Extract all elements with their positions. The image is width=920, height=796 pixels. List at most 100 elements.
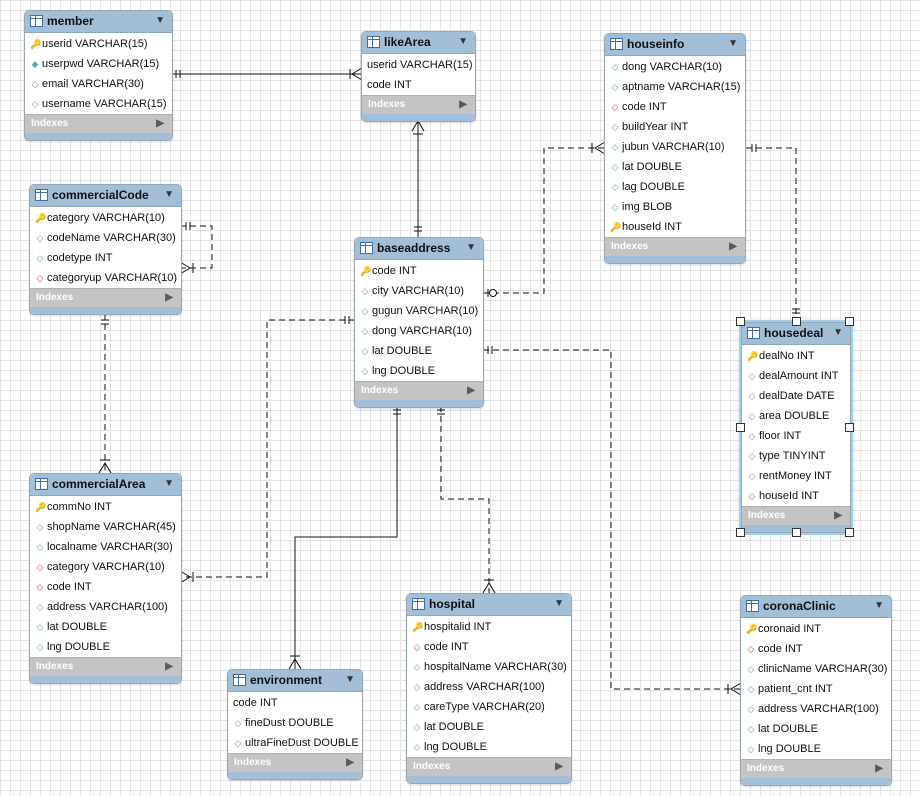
resize-handle-nw[interactable] <box>736 317 745 326</box>
column-row[interactable]: ◇username VARCHAR(15) <box>25 94 172 114</box>
column-row[interactable]: 🔑coronaid INT <box>741 619 891 639</box>
rel-commercialcode-self[interactable] <box>179 222 213 275</box>
indexes-bar[interactable]: Indexes▶ <box>25 114 172 133</box>
table-hospital[interactable]: hospital▼ 🔑hospitalid INT◇code INT◇hospi… <box>406 593 572 784</box>
column-row[interactable]: ◇email VARCHAR(30) <box>25 74 172 94</box>
rel-baseaddress-coronaclinic[interactable] <box>483 346 742 696</box>
table-header[interactable]: hospital▼ <box>407 594 571 616</box>
column-row[interactable]: ◇codeName VARCHAR(30) <box>30 228 181 248</box>
column-row[interactable]: 🔑houseId INT <box>605 217 745 237</box>
column-row[interactable]: ◇area DOUBLE <box>742 406 850 426</box>
expand-arrow-icon[interactable]: ▶ <box>467 385 475 396</box>
table-header[interactable]: coronaClinic▼ <box>741 596 891 618</box>
column-row[interactable]: ◇code INT <box>605 97 745 117</box>
column-row[interactable]: ◇address VARCHAR(100) <box>30 597 181 617</box>
resize-handle-se[interactable] <box>845 528 854 537</box>
rel-houseinfo-housedeal[interactable] <box>746 144 800 321</box>
column-row[interactable]: ◇dong VARCHAR(10) <box>605 57 745 77</box>
expand-arrow-icon[interactable]: ▶ <box>555 761 563 772</box>
rel-likearea-baseaddress[interactable] <box>411 120 425 237</box>
table-member[interactable]: member▼ 🔑userid VARCHAR(15)◆userpwd VARC… <box>24 10 173 141</box>
table-baseaddress[interactable]: baseaddress▼ 🔑code INT◇city VARCHAR(10)◇… <box>354 237 484 408</box>
column-row[interactable]: ◇fineDust DOUBLE <box>228 713 362 733</box>
expand-arrow-icon[interactable]: ▶ <box>346 757 354 768</box>
column-row[interactable]: ◇code INT <box>741 639 891 659</box>
collapse-arrow-icon[interactable]: ▼ <box>466 242 476 253</box>
resize-handle-w[interactable] <box>736 423 745 432</box>
column-row[interactable]: ◇careType VARCHAR(20) <box>407 697 571 717</box>
expand-arrow-icon[interactable]: ▶ <box>729 241 737 252</box>
column-row[interactable]: ◇hospitalName VARCHAR(30) <box>407 657 571 677</box>
collapse-arrow-icon[interactable]: ▼ <box>164 478 174 489</box>
collapse-arrow-icon[interactable]: ▼ <box>164 189 174 200</box>
table-header[interactable]: environment▼ <box>228 670 362 692</box>
column-row[interactable]: ◇shopName VARCHAR(45) <box>30 517 181 537</box>
column-row[interactable]: ◇address VARCHAR(100) <box>407 677 571 697</box>
table-header[interactable]: houseinfo▼ <box>605 34 745 56</box>
rel-baseaddress-environment[interactable] <box>288 406 401 670</box>
column-row[interactable]: ◇categoryup VARCHAR(10) <box>30 268 181 288</box>
collapse-arrow-icon[interactable]: ▼ <box>874 600 884 611</box>
column-row[interactable]: ◇jubun VARCHAR(10) <box>605 137 745 157</box>
column-row[interactable]: 🔑hospitalid INT <box>407 617 571 637</box>
column-row[interactable]: code INT <box>362 75 475 95</box>
column-row[interactable]: ◇codetype INT <box>30 248 181 268</box>
column-row[interactable]: ◇dong VARCHAR(10) <box>355 321 483 341</box>
column-row[interactable]: ◇dealAmount INT <box>742 366 850 386</box>
indexes-bar[interactable]: Indexes▶ <box>742 506 850 525</box>
column-row[interactable]: ◇img BLOB <box>605 197 745 217</box>
rel-baseaddress-houseinfo[interactable] <box>483 141 606 297</box>
rel-member-likearea[interactable] <box>172 67 363 81</box>
column-row[interactable]: ◇rentMoney INT <box>742 466 850 486</box>
column-row[interactable]: ◇city VARCHAR(10) <box>355 281 483 301</box>
column-row[interactable]: 🔑code INT <box>355 261 483 281</box>
expand-arrow-icon[interactable]: ▶ <box>165 661 173 672</box>
column-row[interactable]: ◇floor INT <box>742 426 850 446</box>
column-row[interactable]: ◇lng DOUBLE <box>355 361 483 381</box>
column-row[interactable]: ◇lat DOUBLE <box>407 717 571 737</box>
table-header[interactable]: commercialCode▼ <box>30 185 181 207</box>
column-row[interactable]: ◇aptname VARCHAR(15) <box>605 77 745 97</box>
column-row[interactable]: 🔑userid VARCHAR(15) <box>25 34 172 54</box>
collapse-arrow-icon[interactable]: ▼ <box>345 674 355 685</box>
indexes-bar[interactable]: Indexes▶ <box>605 237 745 256</box>
column-row[interactable]: ◇clinicName VARCHAR(30) <box>741 659 891 679</box>
rel-commercialcode-commercialarea[interactable] <box>98 314 112 474</box>
column-row[interactable]: ◇patient_cnt INT <box>741 679 891 699</box>
column-row[interactable]: ◇gugun VARCHAR(10) <box>355 301 483 321</box>
column-row[interactable]: code INT <box>228 693 362 713</box>
expand-arrow-icon[interactable]: ▶ <box>165 292 173 303</box>
table-header[interactable]: commercialArea▼ <box>30 474 181 496</box>
column-row[interactable]: ◇lng DOUBLE <box>407 737 571 757</box>
resize-handle-s[interactable] <box>792 528 801 537</box>
collapse-arrow-icon[interactable]: ▼ <box>155 15 165 26</box>
column-row[interactable]: 🔑category VARCHAR(10) <box>30 208 181 228</box>
collapse-arrow-icon[interactable]: ▼ <box>833 327 843 338</box>
column-row[interactable]: ◇lng DOUBLE <box>741 739 891 759</box>
indexes-bar[interactable]: Indexes▶ <box>355 381 483 400</box>
rel-baseaddress-commercialarea[interactable] <box>179 316 355 584</box>
column-row[interactable]: ◇code INT <box>30 577 181 597</box>
table-likearea[interactable]: likeArea▼ userid VARCHAR(15)code INT Ind… <box>361 31 476 122</box>
column-row[interactable]: ◇code INT <box>407 637 571 657</box>
resize-handle-e[interactable] <box>845 423 854 432</box>
indexes-bar[interactable]: Indexes▶ <box>228 753 362 772</box>
column-row[interactable]: ◇lat DOUBLE <box>741 719 891 739</box>
column-row[interactable]: ◇lng DOUBLE <box>30 637 181 657</box>
column-row[interactable]: ◇address VARCHAR(100) <box>741 699 891 719</box>
table-housedeal[interactable]: housedeal▼ 🔑dealNo INT◇dealAmount INT◇de… <box>741 322 851 533</box>
column-row[interactable]: ◇ultraFineDust DOUBLE <box>228 733 362 753</box>
collapse-arrow-icon[interactable]: ▼ <box>554 598 564 609</box>
column-row[interactable]: ◆userpwd VARCHAR(15) <box>25 54 172 74</box>
column-row[interactable]: ◇dealDate DATE <box>742 386 850 406</box>
column-row[interactable]: ◇lat DOUBLE <box>605 157 745 177</box>
collapse-arrow-icon[interactable]: ▼ <box>728 38 738 49</box>
column-row[interactable]: ◇buildYear INT <box>605 117 745 137</box>
indexes-bar[interactable]: Indexes▶ <box>30 288 181 307</box>
rel-baseaddress-hospital[interactable] <box>437 406 496 594</box>
collapse-arrow-icon[interactable]: ▼ <box>458 36 468 47</box>
expand-arrow-icon[interactable]: ▶ <box>459 99 467 110</box>
expand-arrow-icon[interactable]: ▶ <box>875 763 883 774</box>
table-commercialarea[interactable]: commercialArea▼ 🔑commNo INT◇shopName VAR… <box>29 473 182 684</box>
table-commercialcode[interactable]: commercialCode▼ 🔑category VARCHAR(10)◇co… <box>29 184 182 315</box>
